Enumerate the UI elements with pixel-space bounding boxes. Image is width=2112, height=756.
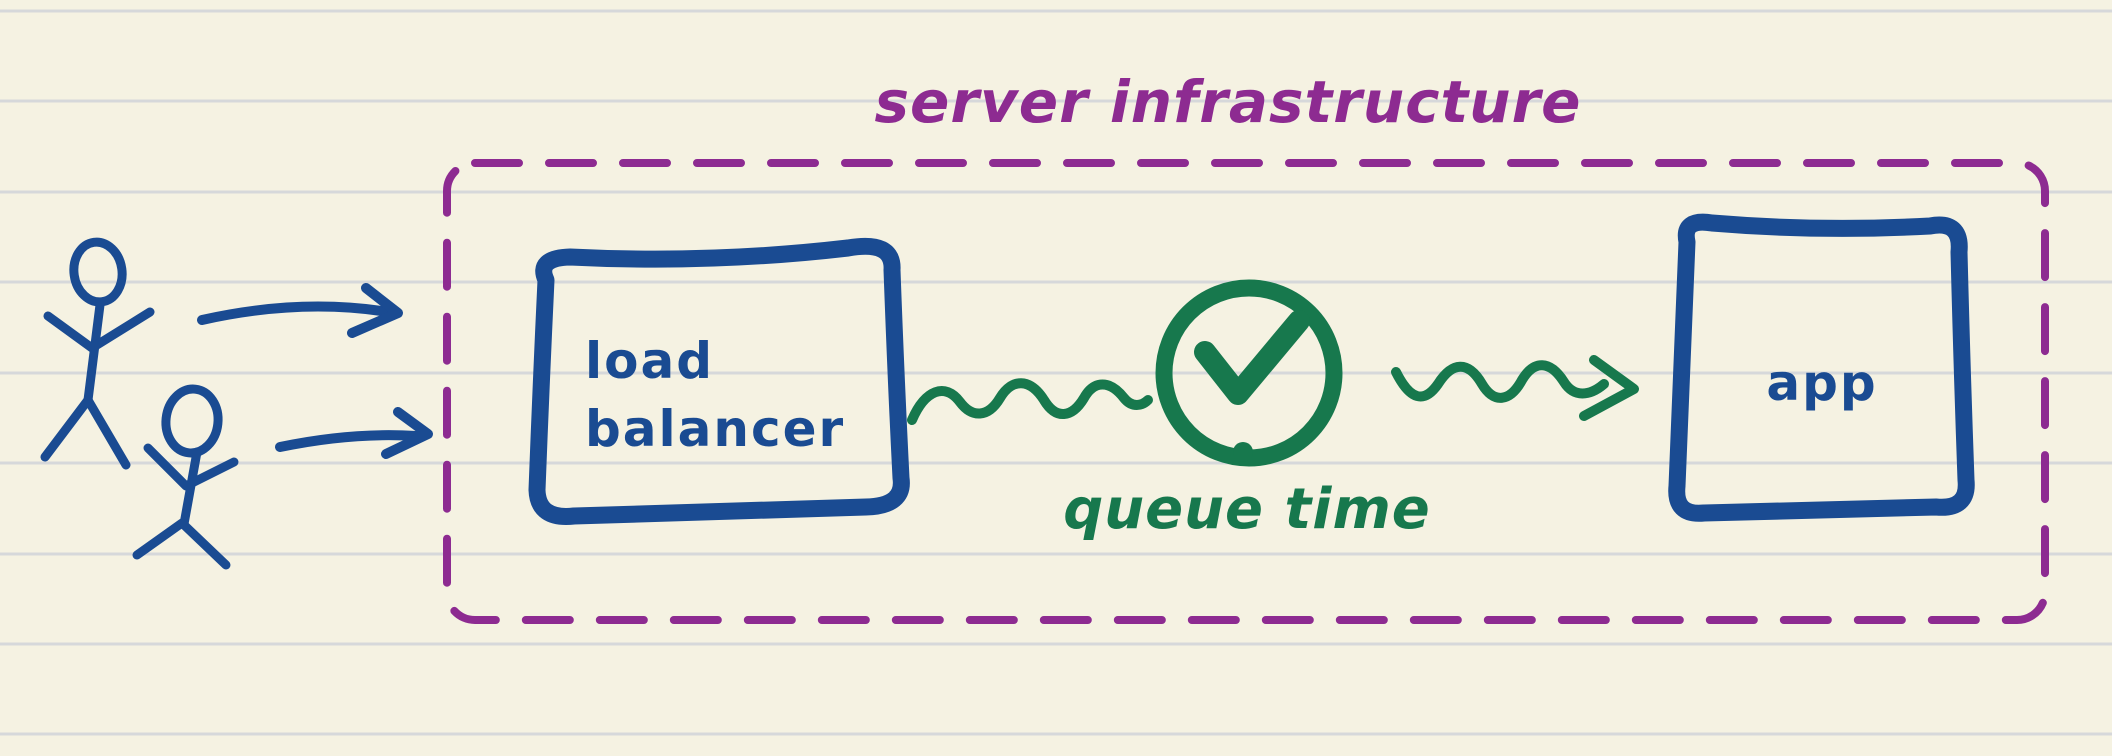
load-balancer-label-line2: balancer bbox=[585, 400, 845, 458]
stick-figure-arms bbox=[143, 443, 239, 491]
queue-time-label: queue time bbox=[1063, 477, 1431, 542]
arrow-shaft bbox=[275, 430, 421, 452]
request-arrow-icon bbox=[197, 283, 403, 338]
queue-time-indicator: queue time bbox=[1063, 279, 1431, 542]
arrow-shaft bbox=[1391, 360, 1609, 403]
arrow-shaft bbox=[197, 301, 393, 325]
arrow-head bbox=[347, 283, 403, 338]
stick-figure-icon bbox=[40, 237, 155, 470]
arrow-head bbox=[381, 407, 433, 459]
clock-hands-check bbox=[1194, 310, 1310, 405]
group-label: server infrastructure bbox=[874, 68, 1581, 136]
clock-check-icon bbox=[1155, 279, 1343, 467]
stick-figure-head bbox=[69, 237, 127, 307]
load-balancer-label-line1: load bbox=[585, 332, 714, 390]
clock-bottom-tick bbox=[1233, 442, 1253, 462]
stick-figure-legs bbox=[40, 395, 131, 470]
arrow-head bbox=[1579, 355, 1639, 421]
wavy-connector bbox=[907, 378, 1153, 425]
stick-figure-body bbox=[83, 300, 105, 405]
app-box bbox=[1668, 213, 1975, 522]
stick-figure-icon bbox=[132, 384, 239, 570]
stick-figure-legs bbox=[132, 518, 231, 570]
wavy-arrow-icon bbox=[1391, 355, 1639, 421]
stick-figure-head bbox=[161, 384, 223, 458]
load-balancer-node: load balancer bbox=[528, 237, 910, 525]
stick-figure-arms bbox=[43, 307, 155, 353]
request-arrow-icon bbox=[275, 407, 433, 459]
server-infrastructure-boundary bbox=[443, 159, 2049, 624]
app-label: app bbox=[1766, 354, 1877, 412]
ruled-lines bbox=[0, 9, 2112, 736]
app-node: app bbox=[1668, 213, 1975, 522]
load-balancer-box bbox=[528, 237, 910, 525]
